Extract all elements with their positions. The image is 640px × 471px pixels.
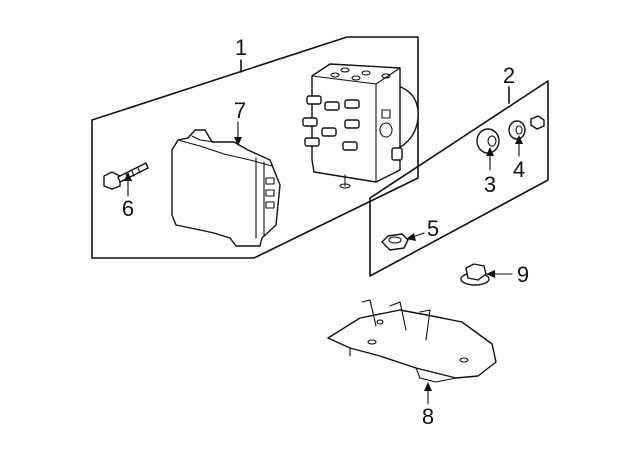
part-9-nut <box>460 263 490 286</box>
callout-8: 8 <box>422 404 434 429</box>
part-4-grommet <box>508 120 526 140</box>
callout-7: 7 <box>234 98 246 123</box>
callout-2: 2 <box>503 63 515 88</box>
hydraulic-fittings <box>302 95 403 189</box>
assembly-panel-1 <box>91 36 419 259</box>
callout-6: 6 <box>122 196 134 221</box>
part-3-grommet <box>476 128 500 154</box>
callout-5: 5 <box>427 216 439 241</box>
callout-3: 3 <box>484 172 496 197</box>
hydraulic-unit <box>302 63 419 189</box>
part-7-control-module <box>171 129 281 247</box>
kit-nut <box>530 115 545 130</box>
kit-panel-2 <box>369 80 549 277</box>
leader-lines <box>124 121 523 405</box>
callout-1: 1 <box>235 35 247 60</box>
part-5-insulator <box>381 233 409 251</box>
part-8-bracket <box>327 299 497 383</box>
part-6-bolt <box>103 162 149 190</box>
callout-4: 4 <box>513 157 525 182</box>
callout-9: 9 <box>517 262 529 287</box>
